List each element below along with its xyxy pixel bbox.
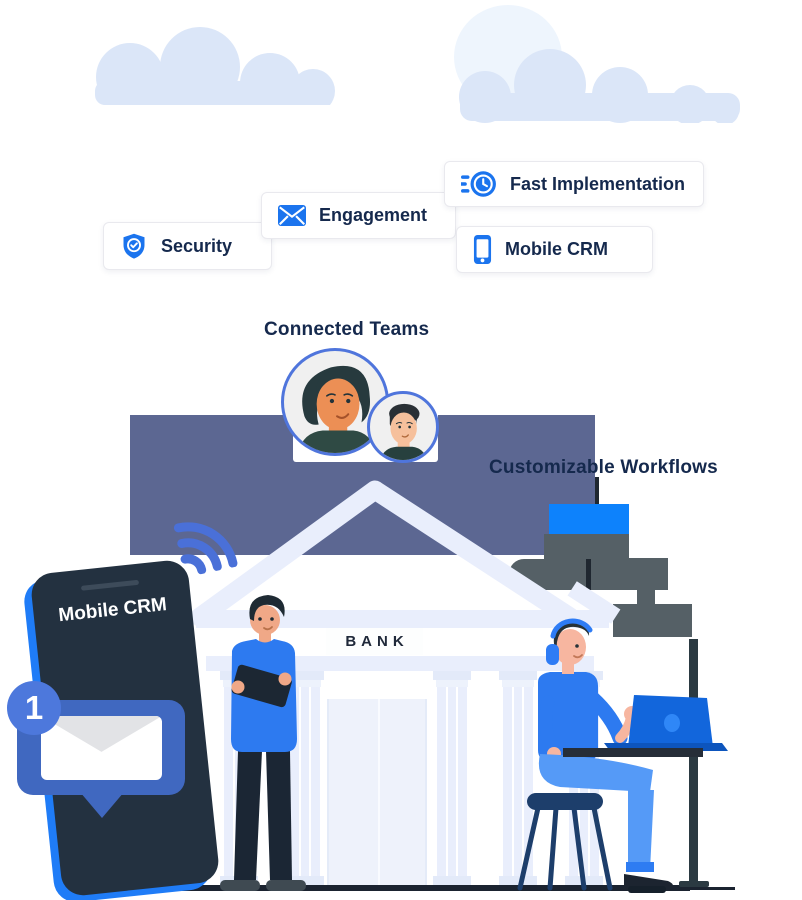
workflow-block-gray-1 <box>544 534 629 559</box>
architrave-band <box>206 656 594 671</box>
customizable-workflows-label: Customizable Workflows <box>489 457 718 478</box>
workflow-connector-bottom <box>637 589 655 606</box>
workflow-block-gray-4 <box>613 604 692 637</box>
feature-card-label: Fast Implementation <box>510 173 686 194</box>
standing-person-illustration <box>220 595 306 891</box>
workflow-connector-top <box>595 477 599 505</box>
cloud-left-icon <box>95 27 335 105</box>
feature-card-label: Engagement <box>319 205 428 225</box>
notification-badge: 1 <box>7 681 61 735</box>
feature-card-mobile-crm: Mobile CRM <box>456 226 653 273</box>
fast-clock-icon <box>461 170 497 198</box>
feature-card-label: Security <box>161 235 233 256</box>
floor-line-right <box>690 887 735 890</box>
shield-check-icon <box>120 231 148 261</box>
wifi-icon <box>173 522 238 575</box>
feature-card-engagement: Engagement <box>261 192 456 239</box>
envelope-notification-icon <box>41 716 162 780</box>
bank-sign: BANK <box>326 628 423 655</box>
roof-base-band <box>196 610 609 628</box>
bank-column <box>286 671 324 887</box>
smartphone-icon <box>473 234 492 265</box>
workflow-divider <box>586 559 591 590</box>
sitting-person-illustration <box>517 618 728 893</box>
cloud-sun-right-icon <box>454 5 740 123</box>
workflow-block-gray-3 <box>591 558 668 590</box>
notification-bubble-tail <box>80 792 124 818</box>
connected-teams-label: Connected Teams <box>264 319 430 340</box>
feature-card-security: Security <box>103 222 272 270</box>
envelope-icon <box>278 205 306 226</box>
avatar-large <box>281 348 389 456</box>
feature-card-label: Mobile CRM <box>505 239 608 259</box>
workflow-block-blue <box>549 504 629 534</box>
feature-card-fast-implementation: Fast Implementation <box>444 161 704 207</box>
bank-roof <box>190 480 580 627</box>
avatar-small <box>367 391 439 463</box>
bank-door <box>327 699 427 887</box>
floor-line <box>150 885 690 891</box>
bank-column <box>433 671 471 887</box>
